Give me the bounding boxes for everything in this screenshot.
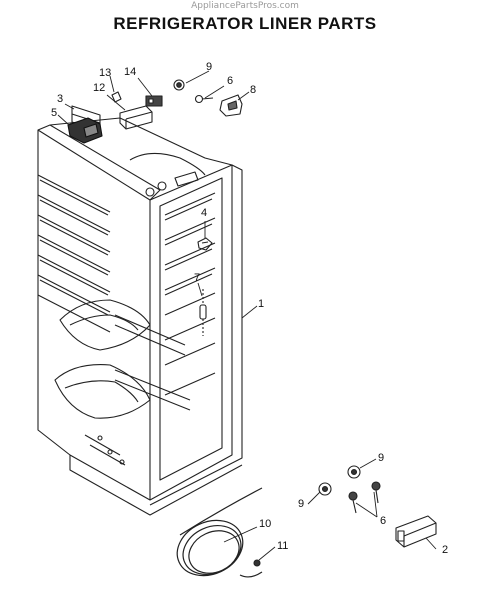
callout-2: 2 xyxy=(442,544,448,556)
callout-8: 8 xyxy=(250,84,256,96)
part-5-housing xyxy=(67,117,103,144)
part-6-screws xyxy=(348,481,381,514)
part-2-cover xyxy=(395,515,437,548)
callout-6-lower: 6 xyxy=(380,515,386,527)
part-8-fitting xyxy=(219,94,243,117)
leader-lines xyxy=(57,70,437,561)
part-11-clamp xyxy=(253,559,261,567)
part-6-screw-top xyxy=(194,94,214,104)
part-10-tubing xyxy=(176,487,263,578)
callout-7: 7 xyxy=(194,272,200,284)
callout-labels: 13 14 9 6 8 12 3 5 4 7 1 9 9 6 10 11 2 xyxy=(51,61,448,556)
callout-9-left: 9 xyxy=(298,498,304,510)
part-14-clip xyxy=(145,95,163,107)
part-9-nut-right xyxy=(347,465,361,479)
callout-11: 11 xyxy=(277,540,288,552)
part-4-fastener xyxy=(197,237,213,251)
part-9-nut-left xyxy=(318,482,332,496)
liner-shell xyxy=(37,117,243,516)
part-9-nut-top xyxy=(173,79,185,91)
callout-10: 10 xyxy=(259,518,271,530)
callout-14: 14 xyxy=(124,66,136,78)
callout-1: 1 xyxy=(258,298,264,310)
watermark: AppliancePartsPros.com xyxy=(191,1,299,11)
page-title: REFRIGERATOR LINER PARTS xyxy=(113,14,377,33)
callout-13: 13 xyxy=(99,67,111,79)
callout-9-right: 9 xyxy=(378,452,384,464)
part-7-sensor xyxy=(199,289,207,336)
callout-9-top: 9 xyxy=(206,61,212,73)
callout-4: 4 xyxy=(201,207,207,219)
callout-5: 5 xyxy=(51,107,57,119)
callout-3: 3 xyxy=(57,93,63,105)
callout-12: 12 xyxy=(93,82,105,94)
part-13-clip xyxy=(111,91,122,103)
callout-6-top: 6 xyxy=(227,75,233,87)
